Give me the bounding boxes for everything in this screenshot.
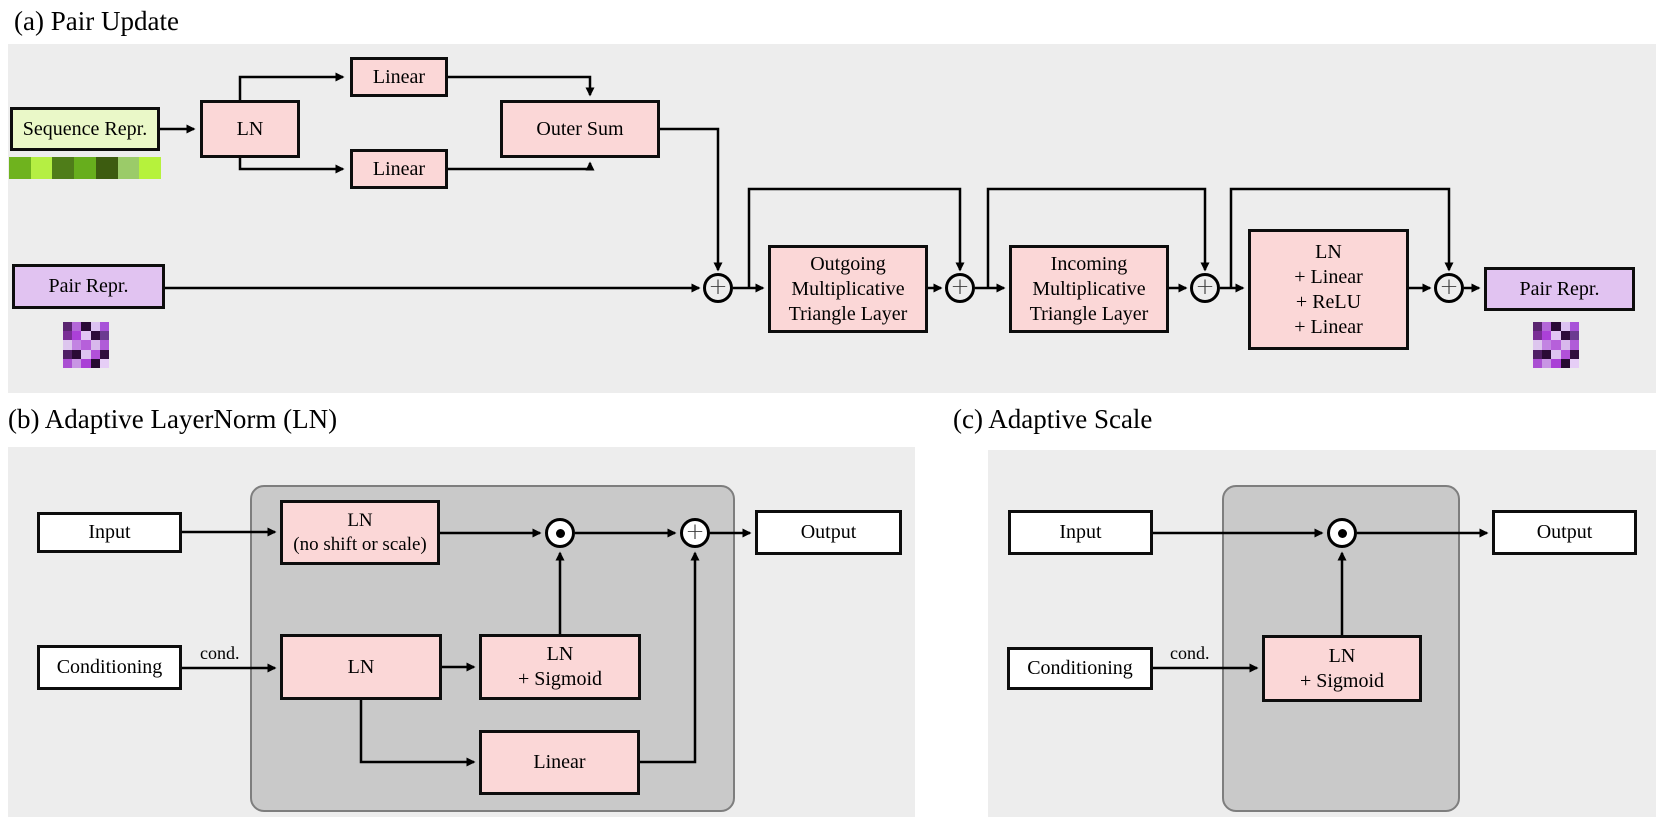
add-operator-b: +: [680, 518, 710, 548]
panel-a-title: (a) Pair Update: [14, 6, 179, 36]
output-box-b: Output: [755, 510, 902, 555]
plus-icon: +: [1439, 273, 1459, 300]
outgoing-triangle-box: Outgoing Multiplicative Triangle Layer: [768, 245, 928, 333]
add-operator-4: +: [1434, 273, 1464, 303]
output-box-c: Output: [1492, 510, 1637, 555]
plus-icon: +: [708, 273, 728, 300]
transition-block-box: LN + Linear + ReLU + Linear: [1248, 229, 1409, 350]
dot-icon: [555, 528, 565, 538]
panel-c-title: (c) Adaptive Scale: [953, 404, 1153, 434]
dot-icon: [1337, 528, 1347, 538]
ln-box-b: LN: [280, 634, 442, 700]
input-box-b: Input: [37, 512, 182, 553]
incoming-triangle-box: Incoming Multiplicative Triangle Layer: [1009, 245, 1169, 333]
linear-top-box: Linear: [350, 57, 448, 97]
cond-label-b: cond.: [200, 643, 240, 663]
outer-sum-box: Outer Sum: [500, 100, 660, 158]
linear-bottom-box: Linear: [350, 149, 448, 189]
ln-sigmoid-box-b: LN + Sigmoid: [479, 634, 641, 700]
sequence-repr-box: Sequence Repr.: [10, 107, 160, 151]
linear-box-b: Linear: [479, 730, 640, 795]
pair-repr-heatmap-left: [63, 322, 109, 368]
plus-icon: +: [685, 518, 705, 545]
sequence-repr-strip: [9, 157, 161, 179]
dot-product-operator-b: [545, 518, 575, 548]
add-operator-1: +: [703, 273, 733, 303]
ln-no-shift-box: LN (no shift or scale): [280, 500, 440, 565]
ln-sigmoid-box-c: LN + Sigmoid: [1262, 635, 1422, 702]
plus-icon: +: [1195, 273, 1215, 300]
dot-product-operator-c: [1327, 518, 1357, 548]
pair-repr-output-box: Pair Repr.: [1484, 267, 1635, 311]
input-box-c: Input: [1008, 510, 1153, 555]
panel-b-title: (b) Adaptive LayerNorm (LN): [8, 404, 338, 434]
add-operator-3: +: [1190, 273, 1220, 303]
conditioning-box-b: Conditioning: [37, 645, 182, 690]
pair-repr-heatmap-right: [1533, 322, 1579, 368]
plus-icon: +: [950, 273, 970, 300]
add-operator-2: +: [945, 273, 975, 303]
conditioning-box-c: Conditioning: [1007, 647, 1153, 690]
ln-box-a: LN: [200, 100, 300, 158]
pair-repr-input-box: Pair Repr.: [12, 264, 165, 309]
cond-label-c: cond.: [1170, 643, 1210, 663]
